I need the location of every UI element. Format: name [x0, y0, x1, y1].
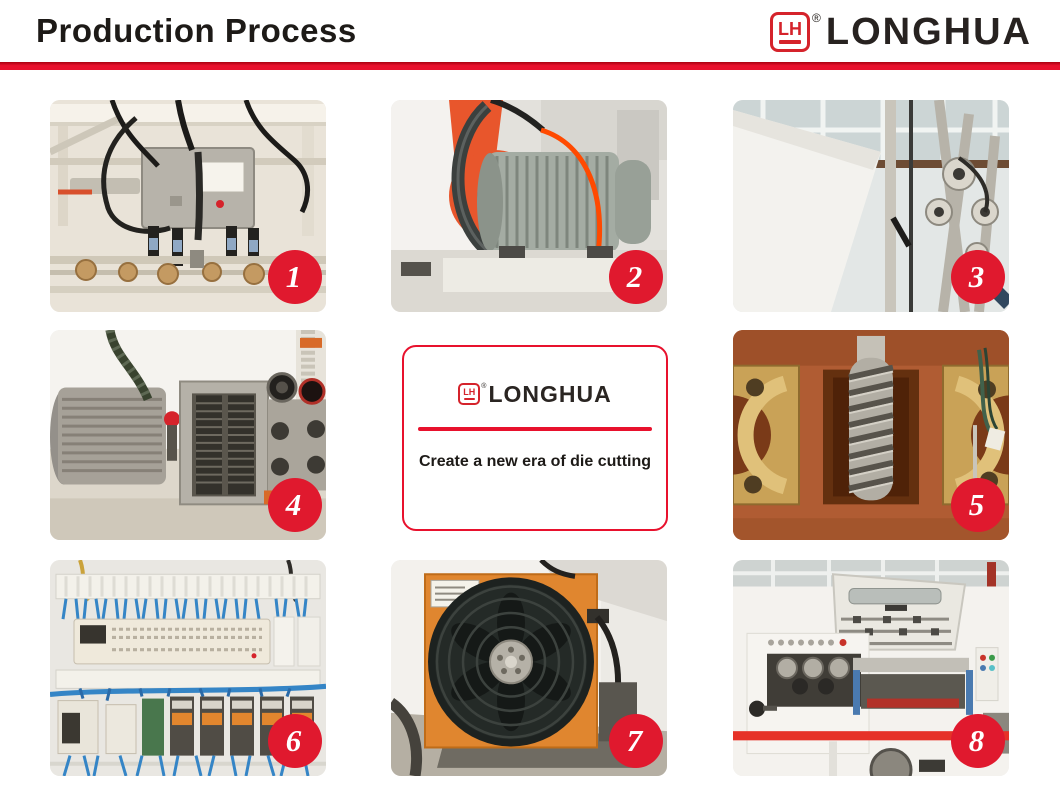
step-4-badge: 4	[268, 478, 322, 532]
step-3-badge: 3	[951, 250, 1005, 304]
process-step-3-photo: 3	[733, 100, 1009, 312]
card-red-divider	[418, 427, 652, 431]
step-8-badge: 8	[951, 714, 1005, 768]
process-step-6-photo: 6	[50, 560, 326, 776]
brand-logo: LH ® LONGHUA	[770, 12, 1032, 52]
longhua-lh-icon: LH	[770, 12, 811, 52]
center-brand-card: LH ® LONGHUA Create a new era of die cut…	[402, 345, 668, 531]
step-6-badge: 6	[268, 714, 322, 768]
process-step-7-photo: 7	[391, 560, 667, 776]
page-title: Production Process	[36, 12, 357, 49]
process-step-5-photo: 5	[733, 330, 1009, 540]
step-3-number: 3	[968, 259, 985, 294]
process-step-2-photo: 2	[391, 100, 667, 312]
card-brand-logo: LH ® LONGHUA	[404, 381, 666, 407]
worm-gear-assembly-illustration	[733, 330, 1009, 540]
registered-trademark-symbol: ®	[812, 11, 821, 25]
step-6-number: 6	[285, 723, 302, 758]
step-2-badge: 2	[609, 250, 663, 304]
step-5-number: 5	[968, 487, 985, 522]
step-4-number: 4	[285, 487, 302, 522]
card-brand-name-text: LONGHUA	[488, 381, 612, 407]
brand-name-text: LONGHUA	[825, 11, 1032, 53]
lh-underline-bar	[779, 40, 802, 44]
brand-tagline: Create a new era of die cutting	[418, 453, 652, 470]
step-8-number: 8	[968, 723, 985, 758]
step-7-number: 7	[626, 723, 643, 758]
step-1-number: 1	[285, 259, 302, 294]
step-1-badge: 1	[268, 250, 322, 304]
drilling-gluing-heads-illustration	[50, 100, 326, 312]
header-red-divider	[0, 62, 1060, 70]
card-lh-icon: LH	[458, 383, 481, 405]
card-lh-underline-bar	[463, 398, 475, 400]
die-cutting-machine-illustration	[733, 560, 1009, 776]
card-registered-trademark-symbol: ®	[481, 383, 487, 390]
step-7-badge: 7	[609, 714, 663, 768]
process-step-1-photo: 1	[50, 100, 326, 312]
feeder-linkage-rollers-illustration	[733, 100, 1009, 312]
process-step-8-photo: 8	[733, 560, 1009, 776]
process-step-4-photo: 4	[50, 330, 326, 540]
step-2-number: 2	[626, 259, 643, 294]
step-5-badge: 5	[951, 478, 1005, 532]
